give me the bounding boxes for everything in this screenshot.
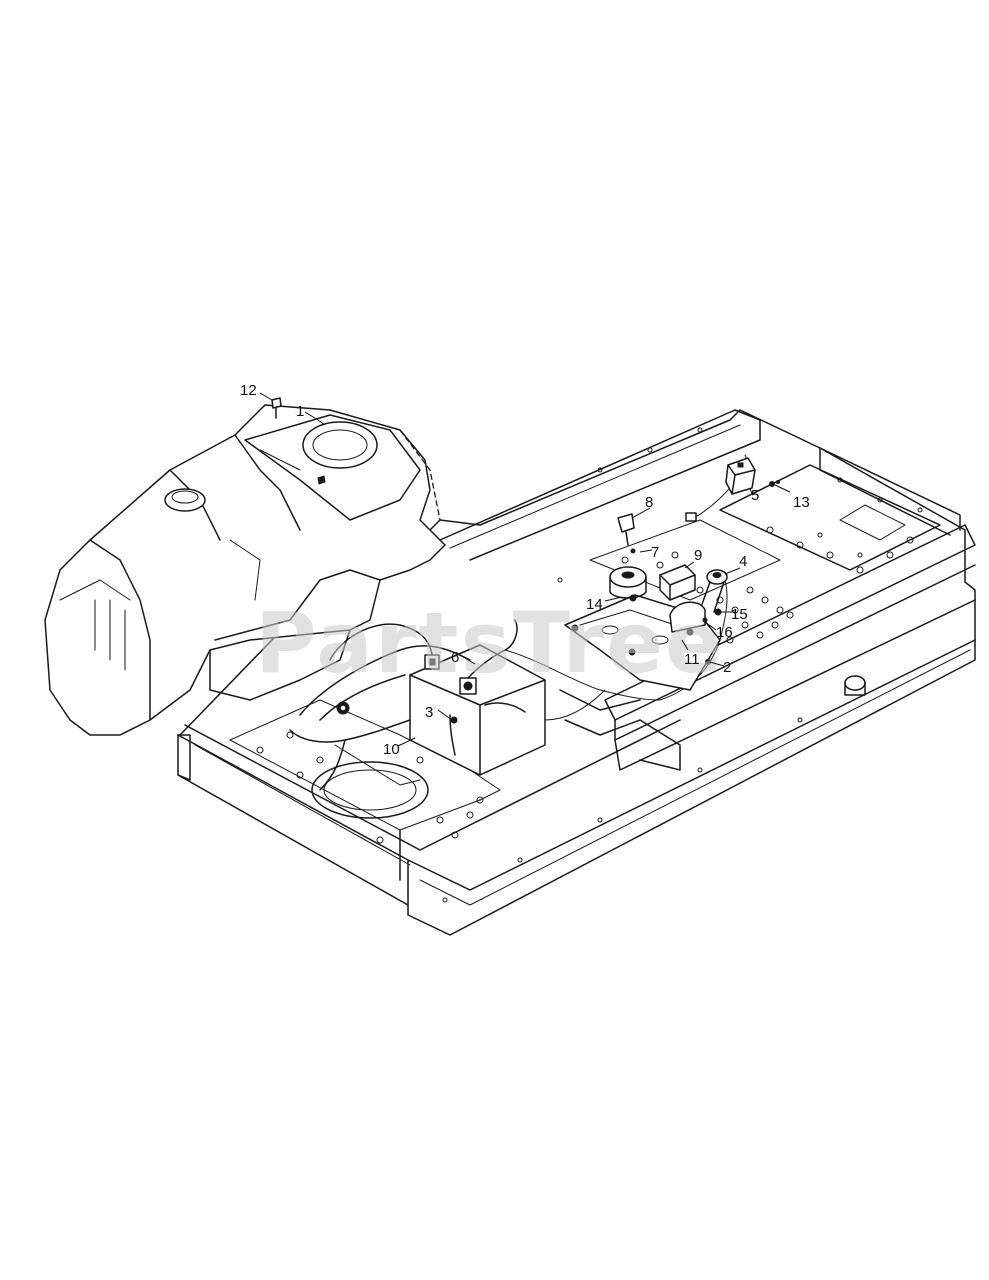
hardware-screws — [271, 397, 780, 724]
callout-10: 10 — [383, 741, 400, 758]
callout-13: 13 — [793, 494, 810, 511]
callout-16: 16 — [716, 624, 733, 641]
callout-labels: 12 1 8 5 13 7 9 4 14 15 16 11 2 6 3 10 — [240, 382, 810, 758]
callout-3: 3 — [425, 704, 433, 721]
callout-14: 14 — [586, 596, 603, 613]
callout-9: 9 — [694, 547, 702, 564]
callout-leaders — [259, 392, 791, 747]
callout-5: 5 — [751, 487, 759, 504]
callout-7: 7 — [651, 544, 659, 561]
chassis-frame — [177, 409, 976, 936]
callout-6: 6 — [451, 649, 459, 666]
callout-15: 15 — [731, 606, 748, 623]
callout-12: 12 — [240, 382, 257, 399]
callout-4: 4 — [739, 553, 747, 570]
callout-11: 11 — [684, 651, 700, 668]
callout-8: 8 — [645, 494, 653, 511]
switch-part-9 — [659, 564, 696, 601]
relay-part-5 — [725, 457, 756, 495]
dash-panel-part-1 — [244, 414, 421, 521]
key-part-8 — [617, 513, 635, 546]
ignition-switch-part-14 — [609, 566, 647, 602]
partstree-watermark: PartsTree — [255, 594, 724, 692]
callout-1: 1 — [296, 403, 304, 420]
callout-2: 2 — [723, 659, 731, 676]
frame-holes — [256, 427, 923, 903]
